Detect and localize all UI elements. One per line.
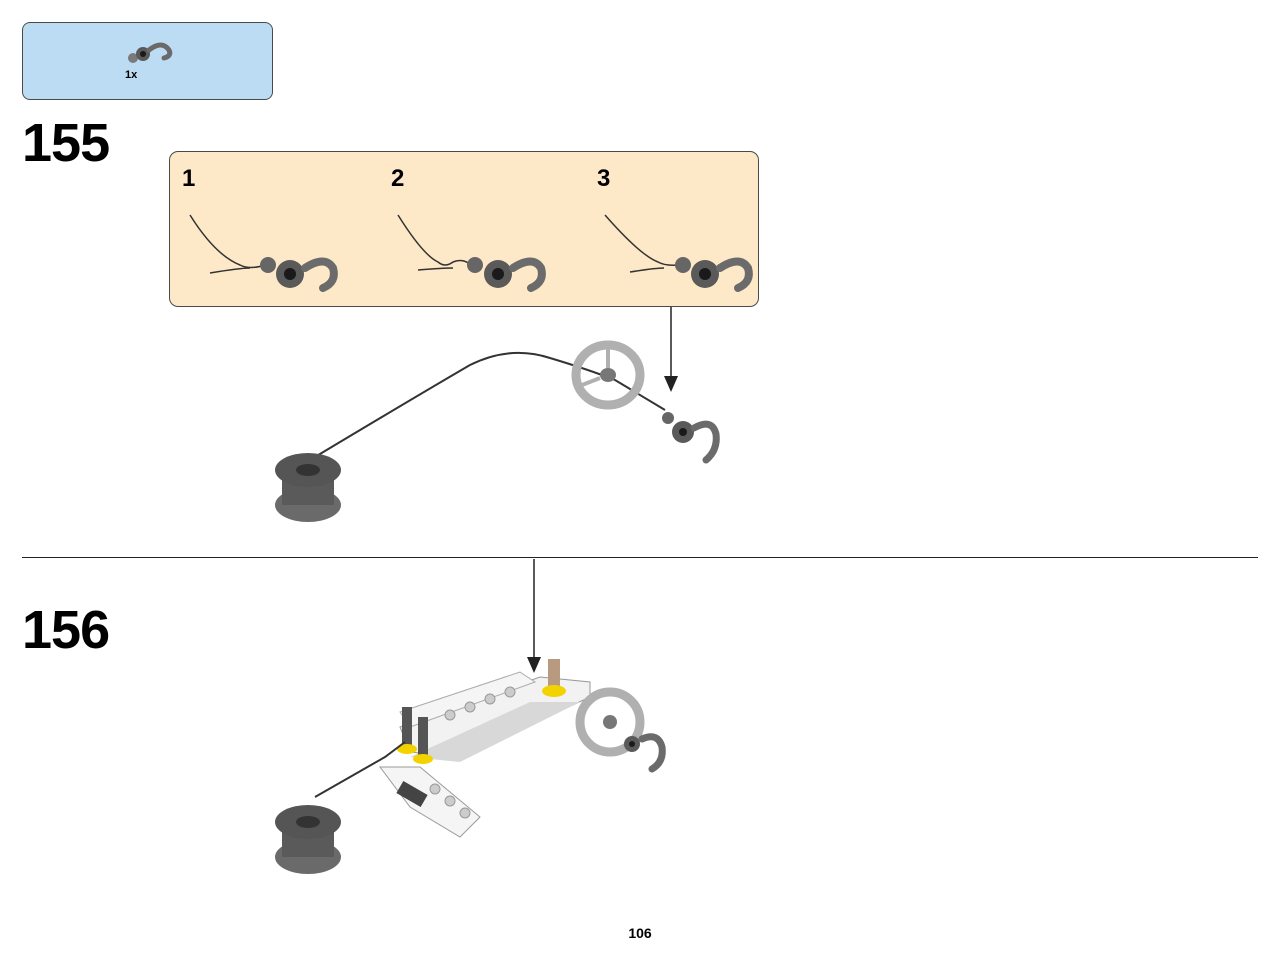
parts-callout [22, 22, 273, 100]
step-number-155: 155 [22, 113, 110, 173]
hook-pin-icon [128, 42, 173, 63]
page-number: 106 [628, 925, 652, 941]
substep-number-3: 3 [597, 165, 611, 192]
substep-number-1: 1 [182, 165, 196, 192]
substep-3-string-knot-illustration [604, 214, 753, 292]
substep-number-2: 2 [391, 165, 405, 192]
step-156-assembly-illustration [275, 559, 666, 874]
part-quantity: 1x [125, 69, 138, 81]
substep-box [169, 151, 759, 307]
substep-1-string-knot-illustration [189, 214, 338, 292]
step-divider [22, 557, 1258, 558]
substep-2-string-knot-illustration [397, 214, 546, 292]
step-number-156: 156 [22, 600, 110, 660]
step-155-assembly-illustration [275, 307, 720, 522]
